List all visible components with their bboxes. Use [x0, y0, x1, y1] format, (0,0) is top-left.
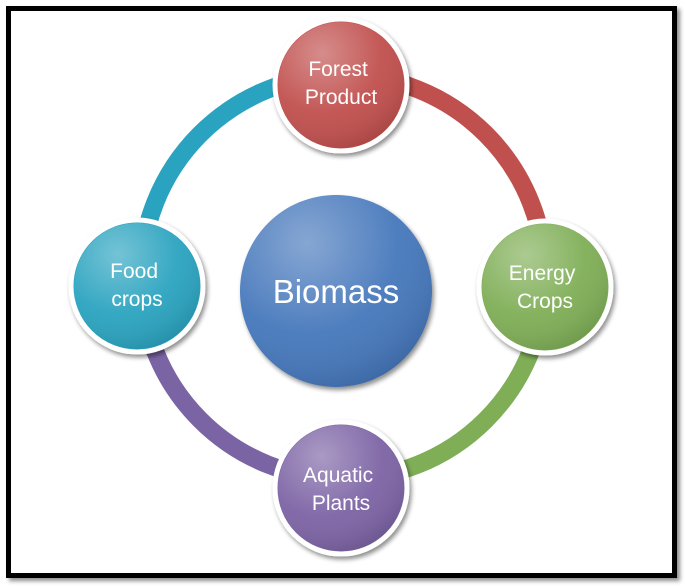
node-gloss: [482, 224, 608, 350]
node-label-line: Aquatic: [303, 464, 373, 487]
node-food-crops: Food crops: [68, 217, 206, 355]
node-label-line: Plants: [312, 492, 370, 515]
node-aquatic-plants: Aquatic Plants: [272, 419, 410, 557]
svg-text:Aquatic Plants: Aquatic Plants: [303, 464, 379, 515]
svg-text:Forest Product: Forest Product: [305, 58, 378, 109]
center-circle-gloss: [240, 195, 432, 387]
node-gloss: [278, 425, 404, 551]
node-gloss: [74, 223, 200, 349]
node-forest-product: Forest Product: [272, 16, 410, 154]
node-label-line: Crops: [517, 290, 573, 313]
node-label-line: Forest: [308, 58, 368, 81]
center-label: Biomass: [273, 273, 400, 310]
center-node: Biomass: [240, 195, 432, 387]
node-label-line: Product: [305, 86, 378, 109]
node-label-line: crops: [111, 288, 162, 311]
node-energy-crops: Energy Crops: [476, 218, 614, 356]
node-gloss: [278, 22, 404, 148]
svg-text:Energy Crops: Energy Crops: [509, 262, 581, 313]
node-label-line: Energy: [509, 262, 576, 285]
node-label-line: Food: [110, 260, 158, 283]
svg-text:Food crops: Food crops: [110, 260, 164, 311]
